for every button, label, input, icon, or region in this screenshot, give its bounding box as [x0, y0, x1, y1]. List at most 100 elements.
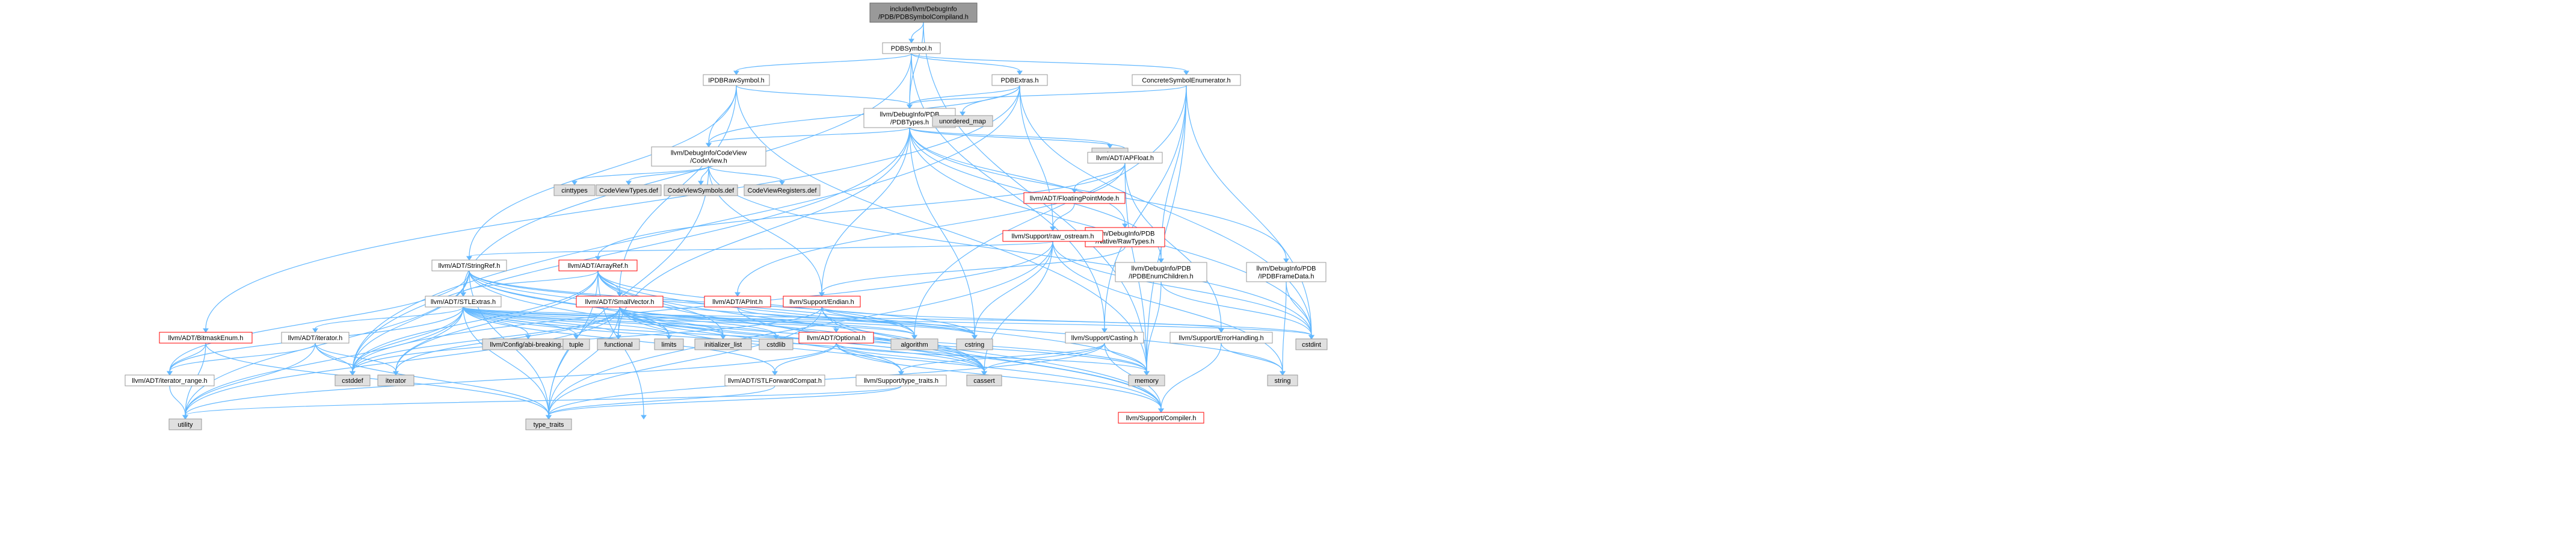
node-casting[interactable]: llvm/Support/Casting.h — [1065, 332, 1144, 344]
node-utility: utility — [168, 418, 202, 430]
node-label-utility: utility — [177, 421, 193, 429]
node-label-ipdbenum: /IPDBEnumChildren.h — [1129, 273, 1194, 281]
node-label-cvtypes: CodeViewTypes.def — [599, 187, 659, 194]
edge-ipdbraw-to-pdbtypes — [736, 85, 913, 109]
node-compiler[interactable]: llvm/Support/Compiler.h — [1118, 412, 1204, 424]
node-ipdbframe[interactable]: llvm/DebugInfo/PDB/IPDBFrameData.h — [1246, 262, 1327, 282]
node-cvsymbols: CodeViewSymbols.def — [664, 184, 738, 196]
node-label-unordmap: unordered_map — [939, 118, 986, 125]
node-stlfwd[interactable]: llvm/ADT/STLForwardCompat.h — [724, 374, 825, 386]
edge-arrayref-to-stlextras — [460, 270, 599, 297]
edge-typetraitsllvm-to-utility — [182, 385, 902, 420]
node-label-cassert: cassert — [973, 377, 994, 385]
edge-apfloat-to-errhandling — [1124, 163, 1224, 333]
node-label-iterrange: llvm/ADT/iterator_range.h — [132, 377, 207, 385]
edge-cvh-to-cvregs — [708, 166, 785, 185]
edge-cvh-to-cvtypes — [626, 166, 709, 185]
node-label-cstddef: cstddef — [342, 377, 363, 385]
edge-smallvec-to-limits — [619, 306, 672, 340]
node-cinttypes: cinttypes — [553, 184, 596, 196]
node-label-stlfwd: llvm/ADT/STLForwardCompat.h — [728, 377, 822, 385]
node-label-cinttypes: cinttypes — [561, 187, 588, 194]
node-label-bitmask: llvm/ADT/BitmaskEnum.h — [168, 335, 244, 342]
node-tuple: tuple — [562, 338, 590, 350]
node-fpmode[interactable]: llvm/ADT/FloatingPointMode.h — [1023, 192, 1126, 204]
node-label-optional: llvm/ADT/Optional.h — [807, 335, 866, 342]
node-limits: limits — [654, 338, 684, 350]
node-label-fpmode: llvm/ADT/FloatingPointMode.h — [1030, 195, 1120, 202]
edge-smallvec-to-typetraits — [546, 306, 620, 420]
node-cstdlib: cstdlib — [759, 338, 793, 350]
edge-pdbext-to-bitmask — [203, 85, 1020, 333]
node-label-cvregs: CodeViewRegisters.def — [748, 187, 818, 194]
node-label-compiler: llvm/Support/Compiler.h — [1126, 415, 1197, 422]
edge-pdbtypes-to-endian — [819, 127, 910, 297]
node-iterator[interactable]: llvm/ADT/iterator.h — [281, 332, 350, 344]
edge-endian-to-cstring — [821, 306, 978, 340]
node-cstdint: cstdint — [1295, 338, 1328, 350]
node-errhandling[interactable]: llvm/Support/ErrorHandling.h — [1169, 332, 1273, 344]
edges-layer — [167, 22, 1314, 420]
edge-concenum-to-casting — [1102, 85, 1187, 333]
node-typetraitsllvm[interactable]: llvm/Support/type_traits.h — [855, 374, 947, 386]
node-ipdbraw[interactable]: IPDBRawSymbol.h — [703, 74, 770, 86]
edge-arrayref-to-memory — [597, 270, 1150, 376]
edge-pdbext-to-cstdint — [1019, 85, 1314, 340]
edge-pdbext-to-unordmap — [960, 85, 1020, 116]
node-cassert: cassert — [966, 374, 1002, 386]
node-apint[interactable]: llvm/ADT/APInt.h — [704, 296, 771, 308]
node-typetraits: type_traits — [525, 418, 572, 430]
edge-casting-to-typetraits — [546, 343, 1105, 420]
node-label-endian: llvm/Support/Endian.h — [789, 299, 854, 306]
edge-pdbsym-to-pdbext — [911, 53, 1023, 75]
node-algorithm: algorithm — [890, 338, 938, 350]
edge-stlextras-to-utility — [182, 306, 464, 420]
node-bitmask[interactable]: llvm/ADT/BitmaskEnum.h — [159, 332, 253, 344]
edge-errhandling-to-compiler — [1158, 343, 1222, 413]
node-rawtypes[interactable]: llvm/DebugInfo/PDB/Native/RawTypes.h — [1085, 227, 1165, 247]
node-label-cvsymbols: CodeViewSymbols.def — [668, 187, 735, 194]
node-cstring: cstring — [956, 338, 993, 350]
node-cvh[interactable]: llvm/DebugInfo/CodeView/CodeView.h — [651, 146, 766, 167]
node-label-cstdlib: cstdlib — [766, 341, 785, 349]
nodes-layer: include/llvm/DebugInfo/PDB/PDBSymbolComp… — [125, 2, 1328, 430]
node-rawostream[interactable]: llvm/Support/raw_ostream.h — [1002, 230, 1103, 242]
node-label-tuple: tuple — [569, 341, 584, 349]
node-label-root: include/llvm/DebugInfo — [890, 6, 957, 13]
node-label-cstring: cstring — [965, 341, 984, 349]
node-label-ipdbenum: llvm/DebugInfo/PDB — [1131, 265, 1191, 273]
node-label-pdbtypes: llvm/DebugInfo/PDB — [880, 111, 939, 119]
edge-stringref-to-iterrange — [167, 270, 470, 376]
node-apfloat[interactable]: llvm/ADT/APFloat.h — [1087, 152, 1163, 164]
edge-ipdbframe-to-string — [1280, 281, 1287, 376]
node-iterrange[interactable]: llvm/ADT/iterator_range.h — [125, 374, 215, 386]
edge-iterator-to-iterrange — [167, 343, 316, 376]
edge-rawostream-to-cassert — [981, 241, 1053, 376]
edge-casting-to-memory — [1104, 343, 1150, 376]
node-label-ipdbraw: IPDBRawSymbol.h — [708, 77, 765, 84]
node-arrayref[interactable]: llvm/ADT/ArrayRef.h — [558, 259, 638, 271]
edge-root-to-pdbsym — [908, 22, 924, 43]
node-pdbext[interactable]: PDBExtras.h — [991, 74, 1048, 86]
edge-smallvec-to-algorithm — [619, 306, 917, 340]
node-pdbsym[interactable]: PDBSymbol.h — [882, 42, 941, 54]
node-label-rawostream: llvm/Support/raw_ostream.h — [1012, 233, 1094, 240]
node-stringref[interactable]: llvm/ADT/StringRef.h — [431, 259, 507, 271]
node-ipdbenum[interactable]: llvm/DebugInfo/PDB/IPDBEnumChildren.h — [1115, 262, 1207, 282]
node-string: string — [1267, 374, 1298, 386]
edge-smallvec-to-cstdlib — [619, 306, 779, 340]
edge-concenum-to-pdbtypes — [907, 85, 1187, 109]
node-root[interactable]: include/llvm/DebugInfo/PDB/PDBSymbolComp… — [869, 2, 978, 23]
edge-pdbsym-to-ipdbraw — [733, 53, 912, 75]
node-stlextras[interactable]: llvm/ADT/STLExtras.h — [425, 296, 502, 308]
node-concenum[interactable]: ConcreteSymbolEnumerator.h — [1132, 74, 1241, 86]
node-optional[interactable]: llvm/ADT/Optional.h — [798, 332, 874, 344]
node-initlist: initializer_list — [694, 338, 752, 350]
edge-optional-to-stlfwd — [772, 343, 837, 376]
node-label-typetraits: type_traits — [534, 421, 564, 429]
node-endian[interactable]: llvm/Support/Endian.h — [783, 296, 861, 308]
edge-casting-to-cassert — [981, 343, 1105, 376]
edge-apfloat-to-arrayref — [595, 163, 1126, 261]
node-smallvec[interactable]: llvm/ADT/SmallVector.h — [576, 296, 664, 308]
